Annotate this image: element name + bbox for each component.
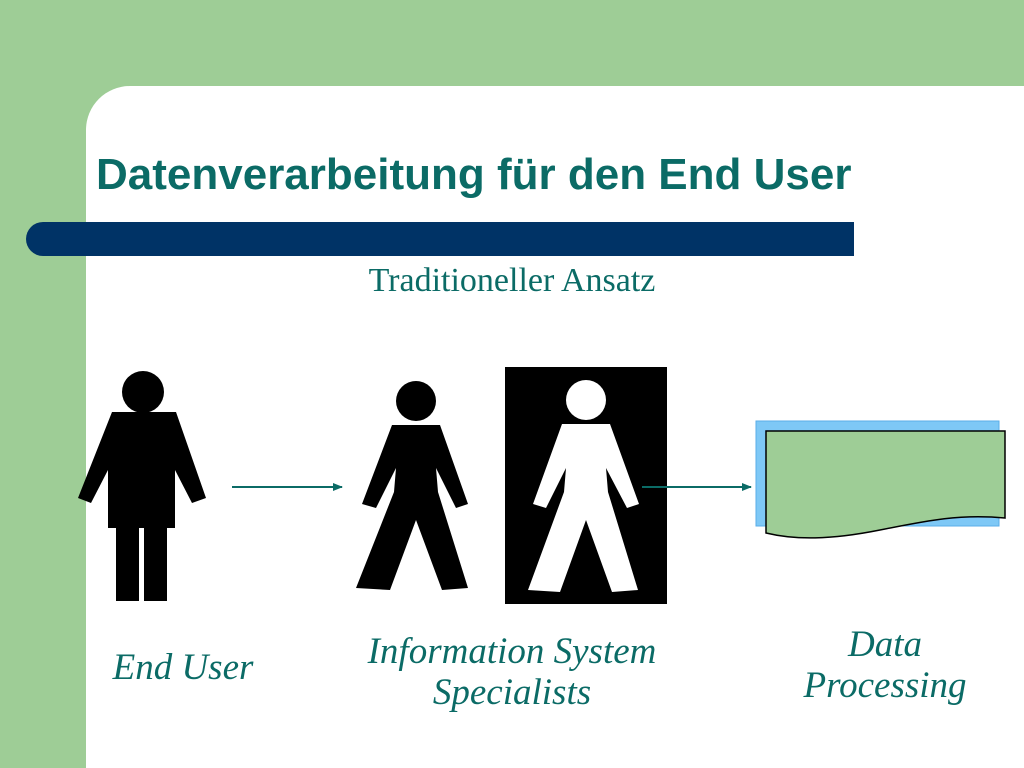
slide-subtitle: Traditioneller Ansatz: [368, 262, 656, 299]
document-icon: [755, 420, 1006, 539]
end-user-label: End User: [88, 647, 278, 688]
top-left-green-strip: [0, 0, 358, 86]
end-user-figure-icon: [78, 371, 206, 601]
data-processing-label-line1: Data: [848, 624, 922, 665]
specialist-figure-icon: [356, 381, 468, 590]
specialist-inverse-figure-icon: [505, 367, 667, 604]
data-processing-label: Data Processing: [770, 624, 1000, 706]
end-user-label-text: End User: [112, 647, 254, 688]
title-underline-bar: [26, 222, 854, 256]
data-processing-label-line2: Processing: [803, 665, 967, 706]
specialists-label: Information System Specialists: [322, 631, 702, 713]
specialists-label-line1: Information System: [367, 631, 657, 672]
specialists-label-line2: Specialists: [432, 672, 592, 713]
slide-title: Datenverarbeitung für den End User: [96, 150, 852, 199]
